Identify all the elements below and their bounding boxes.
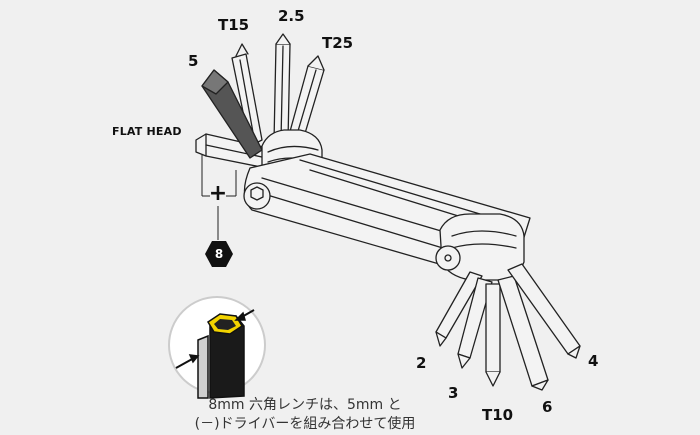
front-bolt (243, 182, 271, 210)
leader-lines (201, 155, 237, 240)
label-8: 8 (214, 247, 224, 261)
plus-icon: + (208, 181, 228, 206)
hex-key-2-5 (273, 33, 291, 143)
detail-magnifier (168, 296, 266, 399)
label-flat-head: FLAT HEAD (112, 125, 182, 138)
rear-pivot (435, 213, 525, 281)
label-2-5: 2.5 (278, 7, 305, 25)
label-t25: T25 (322, 34, 354, 52)
hex-key-5 (201, 69, 263, 159)
label-2: 2 (416, 354, 427, 372)
label-4: 4 (588, 352, 599, 370)
label-5: 5 (188, 52, 199, 70)
label-t10: T10 (482, 406, 514, 424)
caption-line-1: 8mm 六角レンチは、5mm と (208, 397, 402, 413)
hex-key-4 (507, 263, 581, 359)
label-6: 6 (542, 398, 553, 416)
caption-line-2: (－)ドライバーを組み合わせて使用 (194, 416, 416, 432)
label-t15: T15 (218, 16, 250, 34)
hex-key-2 (435, 271, 483, 347)
hexagon-icon (205, 241, 233, 267)
hex-key-6 (497, 275, 549, 391)
hex-key-3 (457, 277, 493, 369)
hex-8-badge: 8 (204, 240, 234, 268)
label-3: 3 (448, 384, 459, 402)
bit-t10 (485, 283, 501, 387)
